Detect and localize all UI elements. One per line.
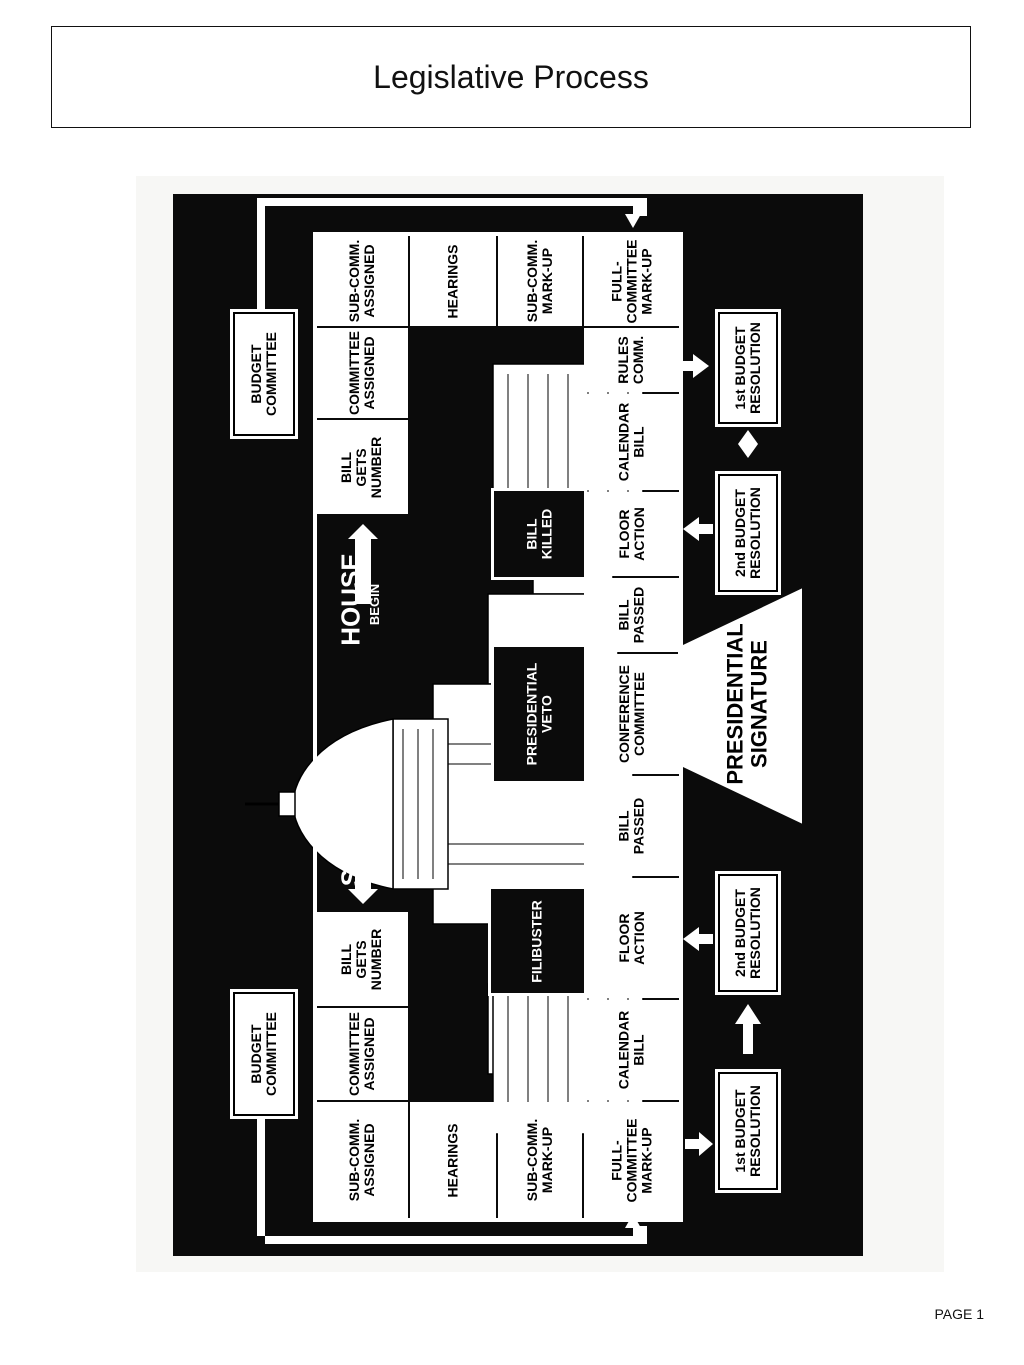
senate-second-budget-resolution: 2nd BUDGET RESOLUTION (715, 871, 781, 995)
house-first-budget-resolution: 1st BUDGET RESOLUTION (715, 309, 781, 427)
page-number: PAGE 1 (934, 1306, 984, 1322)
presidential-veto-box: PRESIDENTIAL VETO (491, 644, 587, 784)
senate-hearings: HEARINGS (410, 1102, 496, 1218)
senate-first-budget-resolution: 1st BUDGET RESOLUTION (715, 1069, 781, 1193)
senate-calendar-bill: CALENDAR BILL (584, 1000, 679, 1100)
filibuster-box: FILIBUSTER (488, 886, 587, 996)
senate-full-committee-mark-up: FULL- COMMITTEE MARK-UP (584, 1102, 679, 1218)
flow-arrows (257, 198, 761, 1244)
house-floor-action: FLOOR ACTION (584, 492, 679, 576)
senate-floor-action: FLOOR ACTION (584, 878, 679, 998)
house-second-budget-resolution: 2nd BUDGET RESOLUTION (715, 471, 781, 595)
house-begin-arrow (348, 524, 378, 604)
arrow-rules-to-first-budget (683, 354, 709, 378)
house-sub-comm-assigned: SUB-COMM. ASSIGNED (316, 236, 408, 326)
house-hearings: HEARINGS (410, 236, 496, 326)
senate-budget-loop-arrow (257, 1116, 647, 1244)
page-title: Legislative Process (373, 58, 649, 95)
senate-budget-committee: BUDGET COMMITTEE (230, 989, 298, 1119)
senate-committee-assigned: COMMITTEE ASSIGNED (316, 1008, 408, 1100)
senate-bill-passed: BILL PASSED (584, 776, 679, 876)
house-bill-passed: BILL PASSED (584, 578, 679, 652)
arrow-first-to-second-budget-house (738, 430, 758, 458)
senate-begin-arrow (348, 824, 378, 904)
arrow-full-committee-to-first-budget-senate (685, 1132, 713, 1156)
house-sub-comm-mark-up: SUB-COMM. MARK-UP (498, 236, 582, 326)
arrow-second-budget-to-floor-senate (683, 927, 713, 951)
bill-killed-box: BILL KILLED (491, 488, 587, 580)
arrow-first-to-second-budget-senate (735, 1004, 761, 1054)
house-rules-committee: RULES COMM. (584, 328, 679, 392)
legislative-process-diagram: SUB-COMM. ASSIGNED COMMITTEE ASSIGNED BI… (173, 194, 863, 1256)
presidential-signature-shape (678, 588, 802, 824)
conference-committee: CONFERENCE COMMITTEE (584, 654, 679, 774)
house-committee-assigned: COMMITTEE ASSIGNED (316, 328, 408, 418)
house-budget-loop-arrow (257, 198, 647, 312)
senate-sub-comm-assigned: SUB-COMM. ASSIGNED (316, 1102, 408, 1218)
house-full-committee-mark-up: FULL- COMMITTEE MARK-UP (584, 236, 679, 326)
arrow-second-budget-to-floor-house (683, 517, 713, 541)
house-budget-committee: BUDGET COMMITTEE (230, 309, 298, 439)
house-bill-gets-number: BILL GETS NUMBER (316, 420, 408, 514)
title-box: Legislative Process (51, 26, 971, 128)
senate-bill-gets-number: BILL GETS NUMBER (316, 912, 408, 1006)
house-calendar-bill: CALENDAR BILL (584, 394, 679, 490)
senate-sub-comm-mark-up: SUB-COMM. MARK-UP (498, 1102, 582, 1218)
